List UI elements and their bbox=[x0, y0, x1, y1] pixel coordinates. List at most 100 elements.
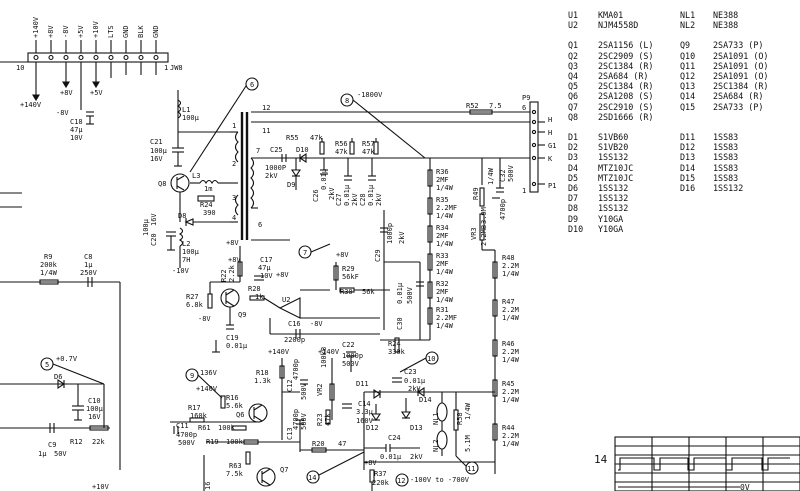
r58-w: 1/4W bbox=[464, 402, 472, 420]
tx-pin-3: 3 bbox=[232, 194, 236, 202]
legend-diodes-r3-c3: 1SS83 bbox=[713, 162, 739, 173]
tx-pin-6: 6 bbox=[258, 221, 262, 229]
c19-val: 0.01µ bbox=[226, 342, 248, 350]
c26-val: 0.01µ bbox=[320, 168, 328, 190]
legend-diodes-r2-c1: 1SS132 bbox=[598, 152, 629, 163]
r35-w: 1/4W bbox=[436, 212, 454, 220]
r55-val: 47k bbox=[310, 134, 323, 142]
r33-w: 1/4W bbox=[436, 268, 454, 276]
r49-ref: R49 bbox=[472, 187, 480, 200]
nl1-label: NL1 bbox=[432, 412, 440, 425]
legend-diodes-r6-c1: 1SS132 bbox=[598, 193, 629, 204]
r16-ref: R16 bbox=[226, 394, 239, 402]
r63-val: 7.5k bbox=[226, 470, 244, 478]
hv-doubler: C25 1000P 2kV D10 D9 R55 47k R56 47k R57… bbox=[265, 134, 430, 206]
u2-label: U2 bbox=[282, 296, 290, 304]
tap-140v: +140V bbox=[20, 101, 42, 109]
r48-ref: R48 bbox=[502, 254, 515, 262]
grid-bias-section: R24 330k C22 1000p 500V +140V +140V R18 … bbox=[170, 337, 406, 491]
oscillator-section: L1 100µ C21 100µ 16V Q8 L3 1m R24 390 D8 bbox=[142, 90, 230, 275]
p9-pin-1: 1 bbox=[522, 187, 526, 195]
legend-transistors-r0-c3: 2SA733 (P) bbox=[713, 40, 764, 51]
r30-val: 56k bbox=[362, 288, 375, 296]
r18-ref: R18 bbox=[256, 369, 269, 377]
callout-8: 8 bbox=[345, 97, 349, 105]
rail-plus140v-c: +140V bbox=[196, 385, 218, 393]
r61-val: 100k bbox=[218, 424, 236, 432]
r12-ref: R12 bbox=[70, 438, 83, 446]
c11-val: 4700p bbox=[176, 431, 197, 439]
r29-ref: R29 bbox=[342, 265, 355, 273]
legend-diodes-r5-c1: 1SS132 bbox=[598, 183, 629, 193]
c24-val: 0.01µ bbox=[380, 453, 402, 461]
q6-label: Q6 bbox=[236, 411, 244, 419]
l2-val: 100µ bbox=[182, 248, 200, 256]
callouts: 6 8 -1800V 7 5 +0.7V 9 136V 10 11 12 -10… bbox=[40, 77, 479, 487]
c29-volt: 2kV bbox=[398, 231, 406, 244]
legend-transistors-r7-c1: 2SD1666 (R) bbox=[598, 111, 654, 122]
rail-plus8v-r29: +8V bbox=[336, 251, 349, 259]
r52-ref: R52 bbox=[466, 102, 479, 110]
jw8-pin-label-4: +5V bbox=[77, 25, 85, 38]
rail-plus140v-b: +140V bbox=[318, 348, 340, 356]
c18-ref: C18 bbox=[70, 118, 83, 126]
legend-diodes-r1-c1: S1VB20 bbox=[598, 142, 629, 153]
c18-volt: 10V bbox=[70, 134, 83, 142]
r35-ref: R35 bbox=[436, 196, 449, 204]
r44-val: 2.2M bbox=[502, 432, 519, 440]
r37-ref: R37 bbox=[374, 470, 387, 478]
legend-transistors-r0-c0: Q1 bbox=[568, 40, 579, 51]
rail-plus8v-q9: +8V bbox=[228, 256, 241, 264]
legend-transistors-r1-c1: 2SC2909 (S) bbox=[598, 50, 654, 61]
c8-val: 1µ bbox=[84, 261, 93, 269]
r36-ref: R36 bbox=[436, 168, 449, 176]
r32-w: 1/4W bbox=[436, 296, 454, 304]
jw8-pin-label-7: GND bbox=[122, 25, 130, 38]
c16-ref: C16 bbox=[288, 320, 301, 328]
l3-val: 1m bbox=[204, 185, 212, 193]
legend-diodes-r5-c3: 1SS132 bbox=[713, 183, 744, 193]
jw8-pin-left: 10 bbox=[16, 64, 24, 72]
c17-volt: 10V bbox=[260, 272, 273, 280]
tap-minus8v: -8V bbox=[56, 109, 69, 117]
legend-transistors-r3-c1: 2SA684 (R) bbox=[598, 71, 649, 81]
r23-ref: R23 bbox=[316, 413, 324, 426]
c32-val: 4700p bbox=[499, 199, 507, 220]
legend-diodes-r8-c1: Y10GA bbox=[598, 213, 624, 224]
legend-diodes-r4-c0: D5 bbox=[568, 172, 579, 183]
d12-label: D12 bbox=[366, 424, 379, 432]
c21-ref: C21 bbox=[150, 138, 163, 146]
legend-transistors-r4-c0: Q5 bbox=[568, 81, 579, 92]
legend-ics-r1-c0: U2 bbox=[568, 20, 579, 31]
c30-val: 0.01µ bbox=[396, 282, 404, 304]
r20-ref: R20 bbox=[312, 440, 325, 448]
r57-val: 47k bbox=[362, 148, 375, 156]
r30-ref: R30 bbox=[340, 288, 353, 296]
r48-val: 2.2M bbox=[502, 262, 519, 270]
c27-val: 0.01µ bbox=[343, 184, 351, 206]
legend-diodes-r3-c0: D4 bbox=[568, 162, 579, 173]
legend-ics-r1-c2: NL2 bbox=[680, 20, 696, 31]
p9-pin-6: 6 bbox=[522, 104, 526, 112]
legend-ics-r0-c1: KMA01 bbox=[598, 10, 624, 20]
r44-w: 1/4W bbox=[502, 440, 520, 448]
legend-diodes-r7-c1: 1SS132 bbox=[598, 203, 629, 214]
r23-val: 47k bbox=[324, 413, 332, 426]
legend-transistors-r7-c0: Q8 bbox=[568, 111, 579, 122]
r46-w: 1/4W bbox=[502, 356, 520, 364]
callout-5: 5 bbox=[45, 361, 49, 369]
legend-ics-r0-c0: U1 bbox=[568, 10, 579, 20]
r17-val: 160k bbox=[190, 412, 208, 420]
rail-plus8v-r37: +8V bbox=[364, 459, 377, 467]
r47-val: 2.2M bbox=[502, 306, 519, 314]
legend-diodes-r4-c3: 1SS83 bbox=[713, 172, 739, 183]
legend-transistors-r3-c3: 2SA1091 (O) bbox=[713, 71, 769, 81]
legend-transistors-r1-c2: Q10 bbox=[680, 50, 696, 61]
legend-diodes-r5-c2: D16 bbox=[680, 183, 696, 193]
c14-volt: 160V bbox=[356, 417, 374, 425]
l2-h: 7H bbox=[182, 256, 190, 264]
nl2-label: NL2 bbox=[432, 439, 440, 452]
jw8-pin-label-3: -8V bbox=[62, 25, 70, 38]
rail-plus140v-a: +140V bbox=[268, 348, 290, 356]
